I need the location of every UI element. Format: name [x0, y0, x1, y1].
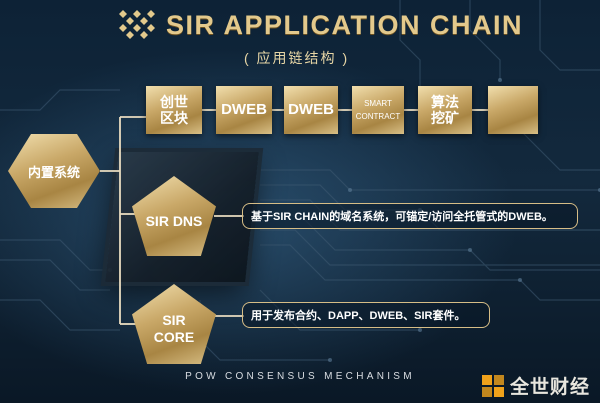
diamond-grid-logo-icon [119, 10, 155, 39]
watermark-text: 全世财经 [509, 377, 590, 398]
watermark-logo-icon [481, 374, 504, 397]
footer-caption: POW CONSENSUS MECHANISM [185, 371, 415, 382]
dweb-tile: DWEB [284, 86, 338, 134]
tile-label-line: 算法 [431, 94, 459, 110]
node-label-line: SIR [162, 312, 186, 328]
node-label-line: CORE [153, 329, 195, 345]
genesis-block-tile: 创世区块 [146, 86, 202, 134]
smart-contract-tile: SMART CONTRACT [352, 86, 404, 134]
algorithm-mining-tile: 算法挖矿 [418, 86, 472, 134]
tile-label-line: 挖矿 [431, 110, 459, 126]
tile-label-line: DWEB [288, 101, 334, 118]
sir-core-description: 用于发布合约、DAPP、DWEB、SIR套件。 [242, 302, 490, 328]
tile-label-line: 区块 [160, 110, 188, 126]
tile-label-line: CONTRACT [355, 112, 401, 121]
blank-tile [488, 86, 538, 134]
sir-dns-description: 基于SIR CHAIN的域名系统，可锚定/访问全托管式的DWEB。 [242, 203, 578, 229]
node-label-line: SIR DNS [145, 212, 203, 229]
watermark: 全世财经 [481, 372, 590, 399]
dweb-tile: DWEB [216, 86, 272, 134]
page-subtitle: ( 应用链结构 ) [244, 50, 350, 66]
tile-label-line: DWEB [221, 101, 267, 118]
page-title: SIR APPLICATION CHAIN [166, 10, 524, 40]
tile-label-line: 创世 [160, 94, 188, 110]
tile-label-line: SMART [364, 99, 392, 108]
